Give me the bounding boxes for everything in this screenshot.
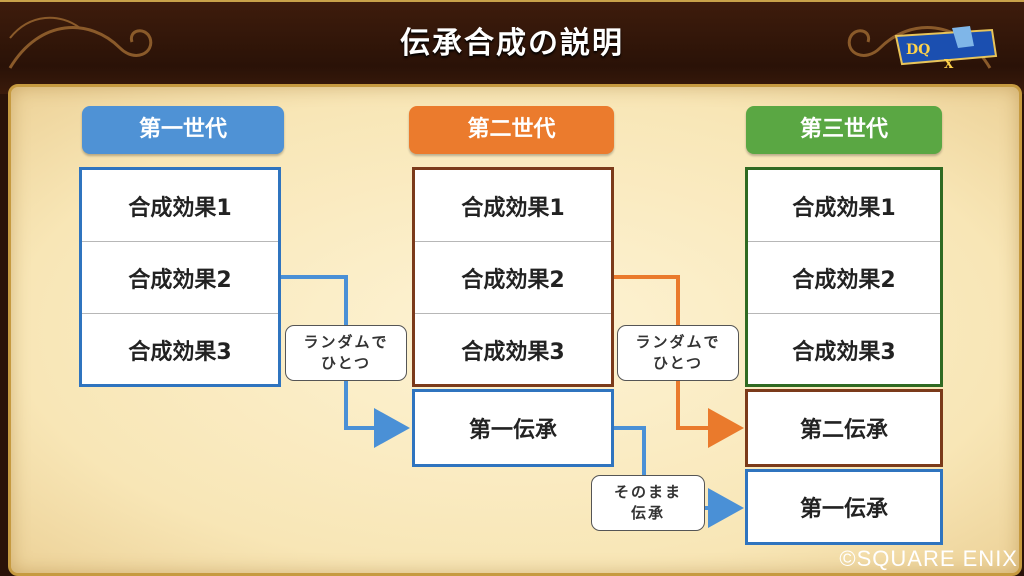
copyright-text: ©SQUARE ENIX xyxy=(839,546,1018,571)
effect-cell: 合成効果1 xyxy=(415,170,611,242)
effect-cell: 合成効果2 xyxy=(82,242,278,314)
label-line: ひとつ xyxy=(321,354,371,372)
generation-1-header: 第一世代 xyxy=(82,106,284,154)
random-pick-label-2: ランダムで ひとつ xyxy=(617,325,739,381)
label-line: ランダムで xyxy=(303,333,389,351)
effect-cell: 合成効果3 xyxy=(461,340,565,365)
generation-3-second-inherit: 第二伝承 xyxy=(745,389,943,467)
title-bar: 伝承合成の説明 xyxy=(0,0,1024,94)
generation-1-effects: 合成効果1 合成効果2 合成効果3 xyxy=(79,167,281,387)
keep-inherit-label: そのまま 伝承 xyxy=(591,475,705,531)
label-line: そのまま xyxy=(613,483,682,501)
effect-cell: 合成効果1 xyxy=(748,170,940,242)
ornament-left xyxy=(8,16,153,69)
svg-text:X: X xyxy=(944,57,954,70)
effect-cell: 合成効果2 xyxy=(415,242,611,314)
generation-3-header: 第三世代 xyxy=(746,106,942,154)
label-line: ひとつ xyxy=(653,354,703,372)
generation-3-effects: 合成効果1 合成効果2 合成効果3 xyxy=(745,167,943,387)
generation-3-first-inherit: 第一伝承 xyxy=(745,469,943,545)
effect-cell: 合成効果3 xyxy=(792,340,896,365)
generation-2-header: 第二世代 xyxy=(409,106,614,154)
label-line: ランダムで xyxy=(635,333,721,351)
svg-text:DQ: DQ xyxy=(906,42,930,58)
effect-cell: 合成効果3 xyxy=(128,340,232,365)
label-line: 伝承 xyxy=(630,504,665,522)
generation-2-first-inherit: 第一伝承 xyxy=(412,389,614,467)
game-logo: DQ X xyxy=(894,26,998,70)
effect-cell: 合成効果2 xyxy=(748,242,940,314)
effect-cell: 合成効果1 xyxy=(82,170,278,242)
page-title: 伝承合成の説明 xyxy=(400,26,624,61)
generation-2-effects: 合成効果1 合成効果2 合成効果3 xyxy=(412,167,614,387)
random-pick-label-1: ランダムで ひとつ xyxy=(285,325,407,381)
